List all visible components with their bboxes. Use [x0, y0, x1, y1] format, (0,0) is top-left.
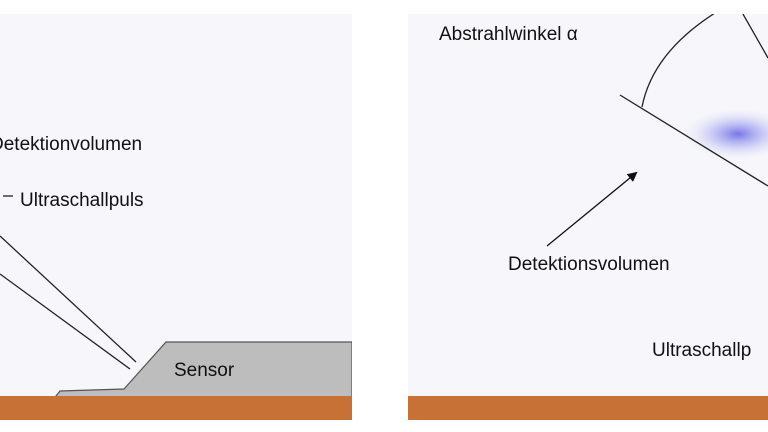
pulse-label-right: Ultraschallp [652, 340, 752, 361]
pulse-label: Ultraschallpuls [20, 190, 144, 211]
beam-line-upper [0, 235, 137, 363]
ground-strip [0, 396, 352, 420]
detection-volume-label: Detektionvolumen [0, 134, 143, 155]
right-diagram-drawing [546, 14, 768, 247]
beam-edge-line [619, 94, 768, 187]
left-diagram-panel: Detektionvolumen Ultraschallpuls Sensor [0, 14, 352, 420]
angle-label: Abstrahlwinkel α [439, 24, 578, 45]
angle-radial-line [742, 14, 768, 59]
ground-strip-right [408, 396, 768, 420]
detection-arrow [546, 171, 638, 247]
left-diagram-drawing [0, 195, 352, 407]
beam-line-lower [0, 273, 131, 370]
sensor-housing [46, 341, 352, 407]
detection-volume-glow [678, 106, 768, 162]
detection-volume-label-right: Detektionsvolumen [508, 254, 670, 275]
sensor-label: Sensor [174, 360, 235, 381]
angle-arc [641, 14, 715, 108]
right-diagram-panel: Abstrahlwinkel α Detektionsvolumen Ultra… [408, 14, 768, 420]
